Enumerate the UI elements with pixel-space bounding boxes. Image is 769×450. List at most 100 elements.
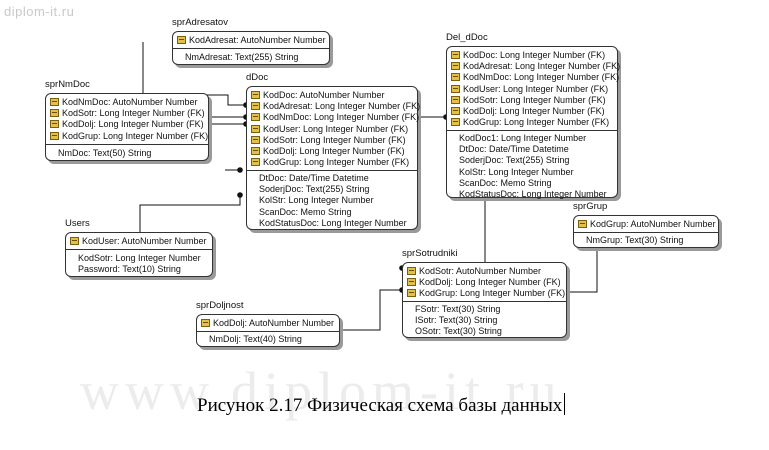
entity-sprdoljnost[interactable]: sprDoljnost KodDolj: AutoNumber Number N… [196,300,340,347]
separator [574,232,718,233]
attr-list: NmDolj: Text(40) String [209,334,335,345]
entity-spradresatov[interactable]: sprAdresatov KodAdresat: AutoNumber Numb… [172,17,330,65]
entity-title: dDoc [246,72,269,83]
key-icon [407,278,416,287]
key-row: KodUser: Long Integer Number (FK) [451,84,613,95]
key-text: KodGrup: Long Integer Number (FK) [263,157,410,168]
entity-box: KodGrup: AutoNumber Number NmGrup: Text(… [573,215,719,248]
link-dolj-sotr [340,289,402,331]
key-text: KodDolj: AutoNumber Number [213,318,335,328]
key-row: KodNmDoc: AutoNumber Number [50,97,204,108]
key-icon [451,118,460,127]
watermark-big: www.diplom-it.ru [80,361,563,421]
attr-row: KolStr: Long Integer Number [459,166,574,177]
attr-row: KodSotr: Long Integer Number [78,253,201,263]
key-row: KodSotr: Long Integer Number (FK) [451,95,613,106]
attr-row: OSotr: Text(30) String [415,326,502,337]
entity-sprgrup[interactable]: sprGrup KodGrup: AutoNumber Number NmGru… [573,201,719,248]
key-row: KodAdresat: Long Integer Number (FK) [251,101,420,112]
entity-box: KodUser: AutoNumber Number KodSotr: Long… [65,232,213,277]
entity-delddoc[interactable]: Del_dDoc KodDoc: Long Integer Number (FK… [446,32,620,199]
key-text: KodSotr: Long Integer Number (FK) [62,108,205,119]
attr-row: FSotr: Text(30) String [415,304,501,314]
entity-sprnmdoc[interactable]: sprNmDoc KodNmDoc: AutoNumber Number Kod… [45,79,209,161]
key-text: KodDoc: Long Integer Number (FK) [463,50,606,60]
attr-row: SoderjDoc: Text(255) String [259,184,370,195]
key-icon [451,51,460,59]
attr-row: DtDoc: Date/Time Datetime [259,173,369,183]
key-row: KodGrup: Long Integer Number (FK) [451,117,613,128]
key-icon [50,131,59,140]
key-row: KodNmDoc: Long Integer Number (FK) [451,72,619,83]
key-row: KodSotr: Long Integer Number (FK) [50,108,205,119]
attr-row: ScanDoc: Memo String [259,206,352,217]
entity-title: sprNmDoc [45,79,90,90]
attr-row: ScanDoc: Memo String [459,177,552,188]
key-row: KodGrup: Long Integer Number (FK) [251,157,413,168]
entity-title: Del_dDoc [446,32,488,43]
figure-caption: Рисунок 2.17 Физическая схема базы данны… [197,393,566,417]
attr-row: KodDoc1: Long Integer Number [459,133,587,143]
key-icon [451,95,460,104]
key-text: KodSotr: Long Integer Number (FK) [463,94,606,105]
key-text: KodAdresat: Long Integer Number (FK) [263,101,421,112]
key-icon [407,267,416,275]
key-list: KodAdresat: AutoNumber Number [177,35,326,46]
separator [46,144,208,145]
attr-list: FSotr: Text(30) String ISotr: Text(30) S… [415,304,562,338]
key-icon [251,135,260,144]
attr-row: KolStr: Long Integer Number [259,195,374,206]
key-text: KodNmDoc: AutoNumber Number [62,97,198,107]
key-icon [451,62,460,71]
key-row: KodSotr: Long Integer Number (FK) [251,135,413,146]
key-row: KodAdresat: Long Integer Number (FK) [451,61,620,72]
entity-title: Users [65,218,90,229]
key-row: KodSotr: AutoNumber Number [407,266,562,277]
attr-row: NmDolj: Text(40) String [209,334,302,344]
key-row: KodGrup: Long Integer Number (FK) [50,131,208,142]
key-text: KodUser: Long Integer Number (FK) [263,123,409,134]
attr-row: NmDoc: Text(50) String [58,148,152,158]
key-row: KodDolj: Long Integer Number (FK) [407,277,562,288]
key-row: KodDoc: Long Integer Number (FK) [451,50,613,61]
key-icon [578,220,587,228]
attr-row: NmGrup: Text(30) String [586,235,684,245]
entity-title: sprAdresatov [172,17,228,28]
text-cursor [564,393,566,415]
key-list: KodSotr: AutoNumber Number KodDolj: Long… [407,266,565,300]
separator [197,331,339,332]
separator [173,48,329,49]
key-row: KodDolj: Long Integer Number (FK) [451,106,613,117]
key-text: KodDolj: Long Integer Number (FK) [419,277,561,288]
entity-box: KodDoc: Long Integer Number (FK) KodAdre… [446,46,620,199]
key-row: KodUser: Long Integer Number (FK) [251,124,413,135]
key-list: KodUser: AutoNumber Number [70,236,208,247]
entity-box: KodDoc: AutoNumber Number KodAdresat: Lo… [246,86,420,230]
key-text: KodGrup: Long Integer Number (FK) [463,117,610,128]
key-icon [50,98,59,106]
key-list: KodNmDoc: AutoNumber Number KodSotr: Lon… [50,97,208,142]
key-row: KodAdresat: AutoNumber Number [177,35,326,46]
key-row: KodDolj: Long Integer Number (FK) [251,146,413,157]
separator [247,170,417,171]
key-text: KodGrup: AutoNumber Number [590,219,716,229]
key-list: KodDoc: Long Integer Number (FK) KodAdre… [451,50,620,128]
entity-sprsotrudniki[interactable]: sprSotrudniki KodSotr: AutoNumber Number… [402,248,567,338]
entity-users[interactable]: Users KodUser: AutoNumber Number KodSotr… [65,218,213,277]
key-icon [251,102,260,111]
attr-row: NmAdresat: Text(255) String [185,52,299,62]
attr-list: NmDoc: Text(50) String [58,148,204,159]
key-icon [251,113,260,122]
attr-row: ISotr: Text(30) String [415,315,498,326]
key-row: KodDoc: AutoNumber Number [251,90,413,101]
key-text: KodUser: Long Integer Number (FK) [463,83,609,94]
key-icon [407,289,416,298]
entity-ddoc[interactable]: dDoc KodDoc: AutoNumber Number KodAdresa… [246,72,420,230]
key-text: KodGrup: Long Integer Number (FK) [62,130,209,141]
key-text: KodSotr: Long Integer Number (FK) [263,134,406,145]
attr-row: KodStatusDoc: Long Integer Number [259,217,407,228]
key-text: KodAdresat: AutoNumber Number [189,35,326,45]
key-icon [201,319,210,327]
key-icon [177,36,186,44]
caption-text: Рисунок 2.17 Физическая схема базы данны… [197,395,563,416]
